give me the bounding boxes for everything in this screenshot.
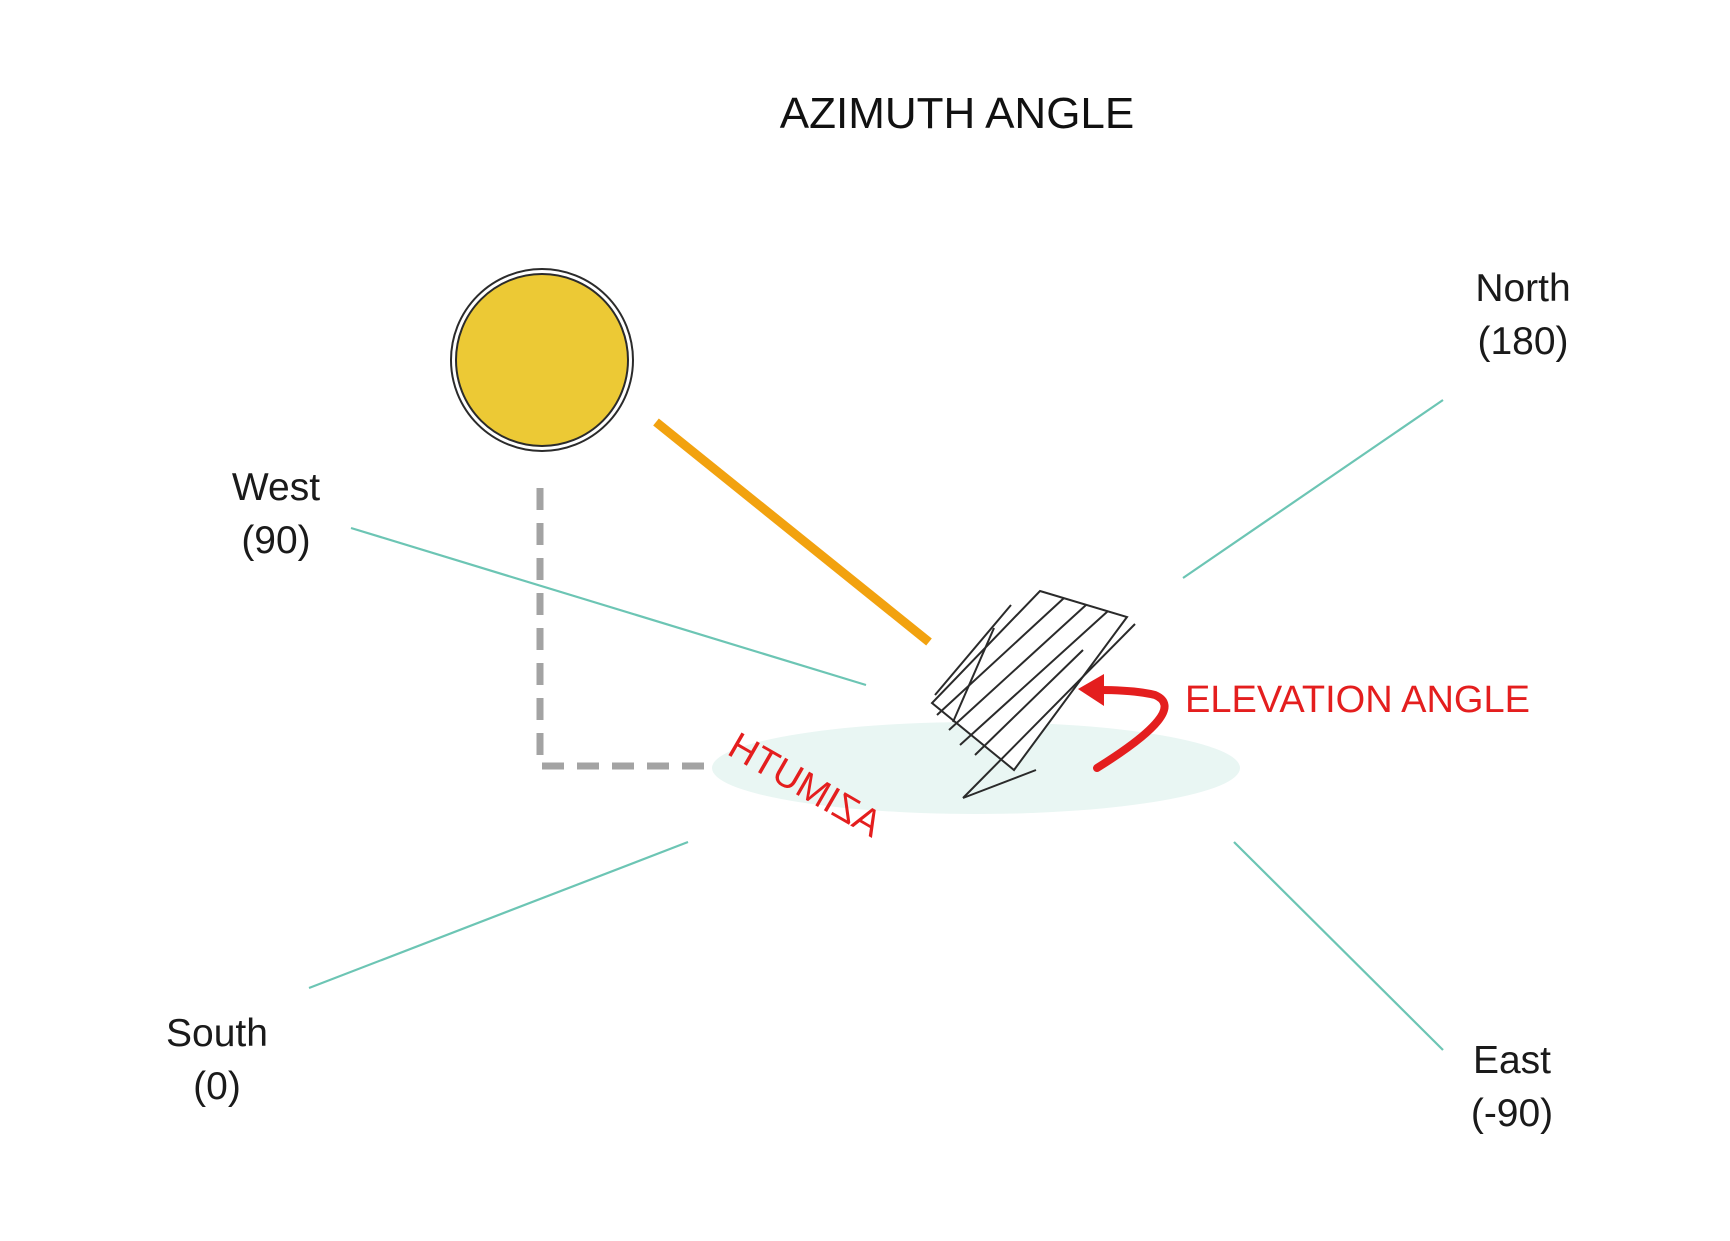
south-value: (0) xyxy=(193,1065,241,1108)
sun-icon xyxy=(450,268,634,452)
sun-ray xyxy=(653,418,932,646)
north-name: North xyxy=(1475,267,1570,310)
south-label: South (0) xyxy=(166,1012,268,1108)
ground-plane xyxy=(712,722,1240,814)
south-name: South xyxy=(166,1012,268,1055)
west-value: (90) xyxy=(241,519,310,562)
sun-projection-dashed-line xyxy=(536,488,713,770)
north-line xyxy=(1182,399,1444,579)
east-line xyxy=(1233,841,1444,1051)
diagram-title: AZIMUTH ANGLE xyxy=(780,89,1135,138)
west-name: West xyxy=(232,466,320,509)
east-value: (-90) xyxy=(1471,1092,1553,1135)
west-label: West (90) xyxy=(232,466,320,562)
north-label: North (180) xyxy=(1475,267,1570,363)
north-value: (180) xyxy=(1477,320,1568,363)
west-line xyxy=(350,526,867,687)
east-label: East (-90) xyxy=(1471,1039,1553,1135)
elevation-angle-label: ELEVATION ANGLE xyxy=(1185,679,1530,721)
elevation-arrow-icon xyxy=(1078,674,1169,772)
south-line xyxy=(308,840,689,990)
solar-panel-icon xyxy=(930,589,1136,799)
east-name: East xyxy=(1473,1039,1551,1082)
